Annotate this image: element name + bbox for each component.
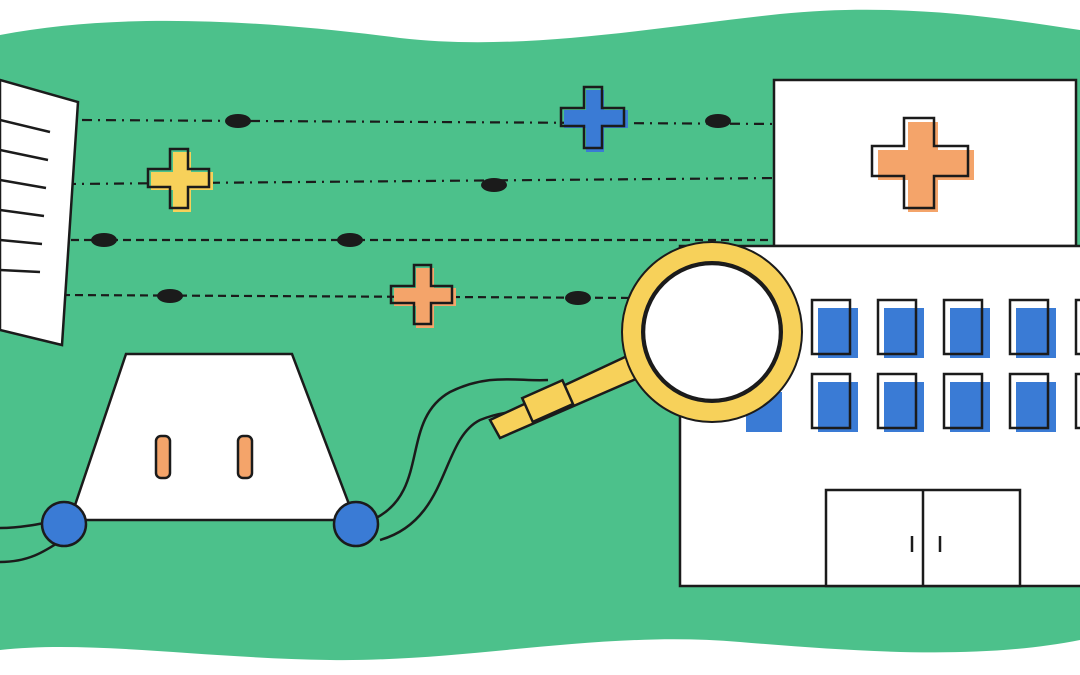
magnifier-lens-edge xyxy=(642,262,782,402)
plug-slot-left xyxy=(154,434,172,480)
line-dot xyxy=(225,114,251,128)
document-line xyxy=(0,178,47,190)
magnifier-lens xyxy=(644,264,780,400)
line-dot xyxy=(705,114,731,128)
hospital-window xyxy=(876,298,924,358)
hospital-window xyxy=(1008,372,1056,432)
hospital-windows xyxy=(746,298,1080,432)
line-dot xyxy=(337,233,363,247)
data-line-1 xyxy=(81,118,781,126)
cable-right-a xyxy=(375,377,549,520)
document-line xyxy=(0,268,41,274)
plug-left-joint xyxy=(40,500,88,548)
hospital-window xyxy=(810,372,858,432)
hospital-door xyxy=(824,488,1022,588)
document-line xyxy=(0,208,45,218)
document-line xyxy=(0,238,43,246)
plus-icon-orange xyxy=(389,263,456,328)
document-page xyxy=(0,78,80,347)
hospital-window xyxy=(1074,372,1080,430)
plus-icon-blue xyxy=(559,85,628,152)
document-line xyxy=(0,148,49,162)
hospital-window xyxy=(1008,298,1056,358)
magnifier-icon xyxy=(488,241,803,440)
line-dot xyxy=(157,289,183,303)
power-plug-icon xyxy=(40,352,380,548)
hospital-plus-icon xyxy=(870,116,974,212)
plus-icon-yellow xyxy=(146,147,213,212)
line-dot xyxy=(481,178,507,192)
document-text-lines xyxy=(0,118,51,274)
hospital-window xyxy=(942,372,990,432)
hospital-window xyxy=(810,298,858,358)
hospital-window xyxy=(1074,298,1080,356)
line-dot xyxy=(91,233,117,247)
document-line xyxy=(0,118,51,134)
magnifier-collar xyxy=(520,378,575,424)
line-dot xyxy=(565,291,591,305)
plug-right-joint xyxy=(332,500,380,548)
document-icon xyxy=(0,78,80,347)
hospital-window xyxy=(876,372,924,432)
data-line-dots xyxy=(91,114,731,305)
magnifier-ring-color xyxy=(623,243,801,421)
hospital-window xyxy=(942,298,990,358)
plug-slot-right xyxy=(236,434,254,480)
